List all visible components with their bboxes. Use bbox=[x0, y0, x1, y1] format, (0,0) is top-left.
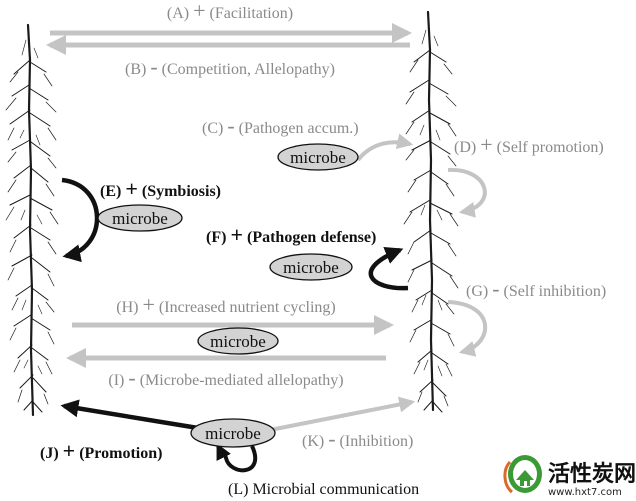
watermark: 活性炭网 www.hxt7.com bbox=[503, 455, 636, 498]
arrow-j bbox=[60, 399, 199, 431]
microbe-hi: microbe bbox=[197, 327, 279, 355]
label-a: (A) + (Facilitation) bbox=[167, 0, 293, 23]
label-b: (B) - (Competition, Allelopathy) bbox=[125, 54, 335, 79]
arrow-d bbox=[447, 167, 487, 218]
watermark-url: www.hxt7.com bbox=[548, 487, 622, 498]
label-i: (I) - (Microbe-mediated allelopathy) bbox=[108, 365, 343, 390]
label-f: (F) + (Pathogen defense) bbox=[206, 222, 376, 247]
left-root-illustration bbox=[5, 23, 59, 417]
arrow-g bbox=[447, 300, 487, 357]
microbe-c: microbe bbox=[277, 143, 359, 171]
label-c: (C) - (Pathogen accum.) bbox=[202, 113, 359, 138]
microbe-jkl-label: microbe bbox=[205, 424, 261, 443]
microbe-f: microbe bbox=[269, 253, 353, 281]
arrow-f bbox=[368, 247, 409, 291]
label-e: (E) + (Symbiosis) bbox=[100, 176, 221, 201]
watermark-logo-icon bbox=[503, 455, 542, 494]
label-j: (J) + (Promotion) bbox=[40, 438, 162, 463]
right-root-illustration bbox=[403, 10, 459, 413]
arrow-l bbox=[216, 443, 258, 473]
label-l: (L) Microbial communication bbox=[228, 481, 419, 498]
label-g: (G) - (Self inhibition) bbox=[466, 276, 606, 301]
microbe-hi-label: microbe bbox=[210, 332, 266, 351]
microbe-e: microbe bbox=[97, 204, 183, 232]
microbe-jkl: microbe bbox=[190, 418, 276, 448]
arrow-c bbox=[356, 133, 414, 162]
label-d: (D) + (Self promotion) bbox=[454, 132, 604, 157]
arrow-e bbox=[61, 177, 100, 263]
microbe-f-label: microbe bbox=[283, 258, 339, 277]
label-k: (K) - (Inhibition) bbox=[302, 426, 413, 451]
microbe-e-label: microbe bbox=[112, 209, 168, 228]
label-h: (H) + (Increased nutrient cycling) bbox=[116, 292, 335, 317]
watermark-title: 活性炭网 bbox=[548, 461, 636, 487]
microbe-c-label: microbe bbox=[290, 148, 346, 167]
arrow-k bbox=[269, 396, 416, 432]
